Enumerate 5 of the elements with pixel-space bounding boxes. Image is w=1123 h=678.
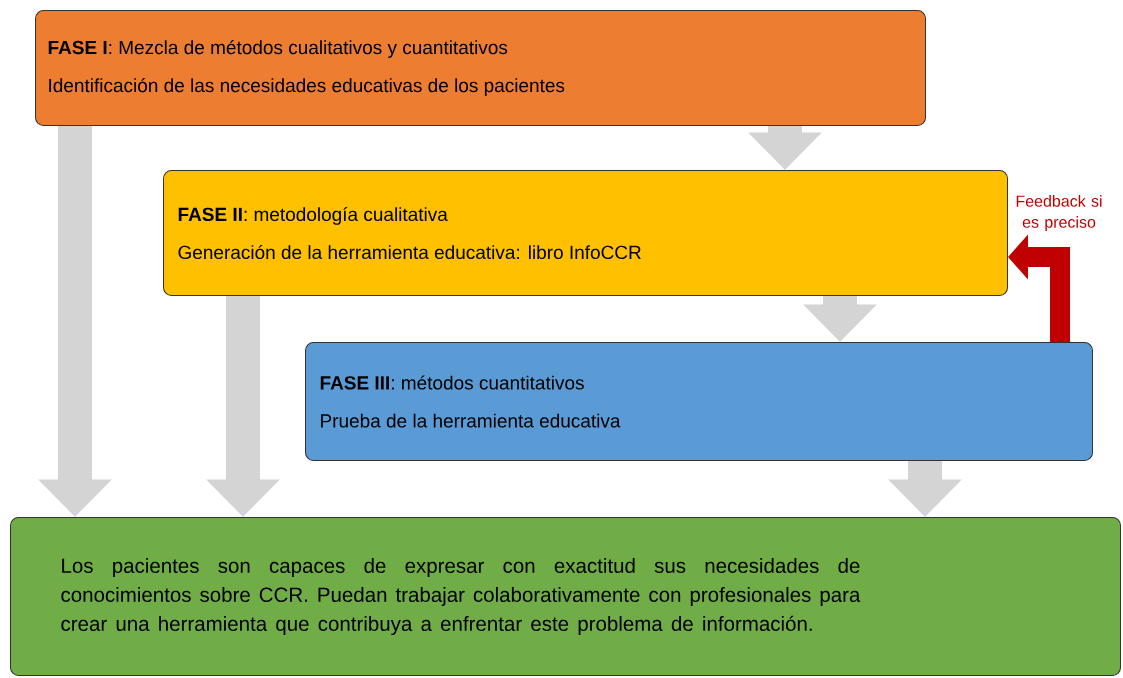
process-box: FASE I: Mezcla de métodos cualitativos y cuantitativos Identificación de las necesidades educativas de los pacientes (35, 10, 926, 126)
process-box: Los pacientes son capaces de expresar con exactitud sus necesidades de conocimientos sobre CCR. Puedan trabajar colaborativamente con profesionales para crear una herramienta que contribuya a enfrentar este problema de información. (10, 517, 1121, 676)
edge-label: Feedback si es preciso (1016, 195, 1102, 231)
process-box: FASE III: métodos cuantitativos Prueba de la herramienta educativa (305, 342, 1093, 461)
process-box: FASE II: metodología cualitativa Generación de la herramienta educativa: libro InfoCCR (163, 170, 1008, 296)
